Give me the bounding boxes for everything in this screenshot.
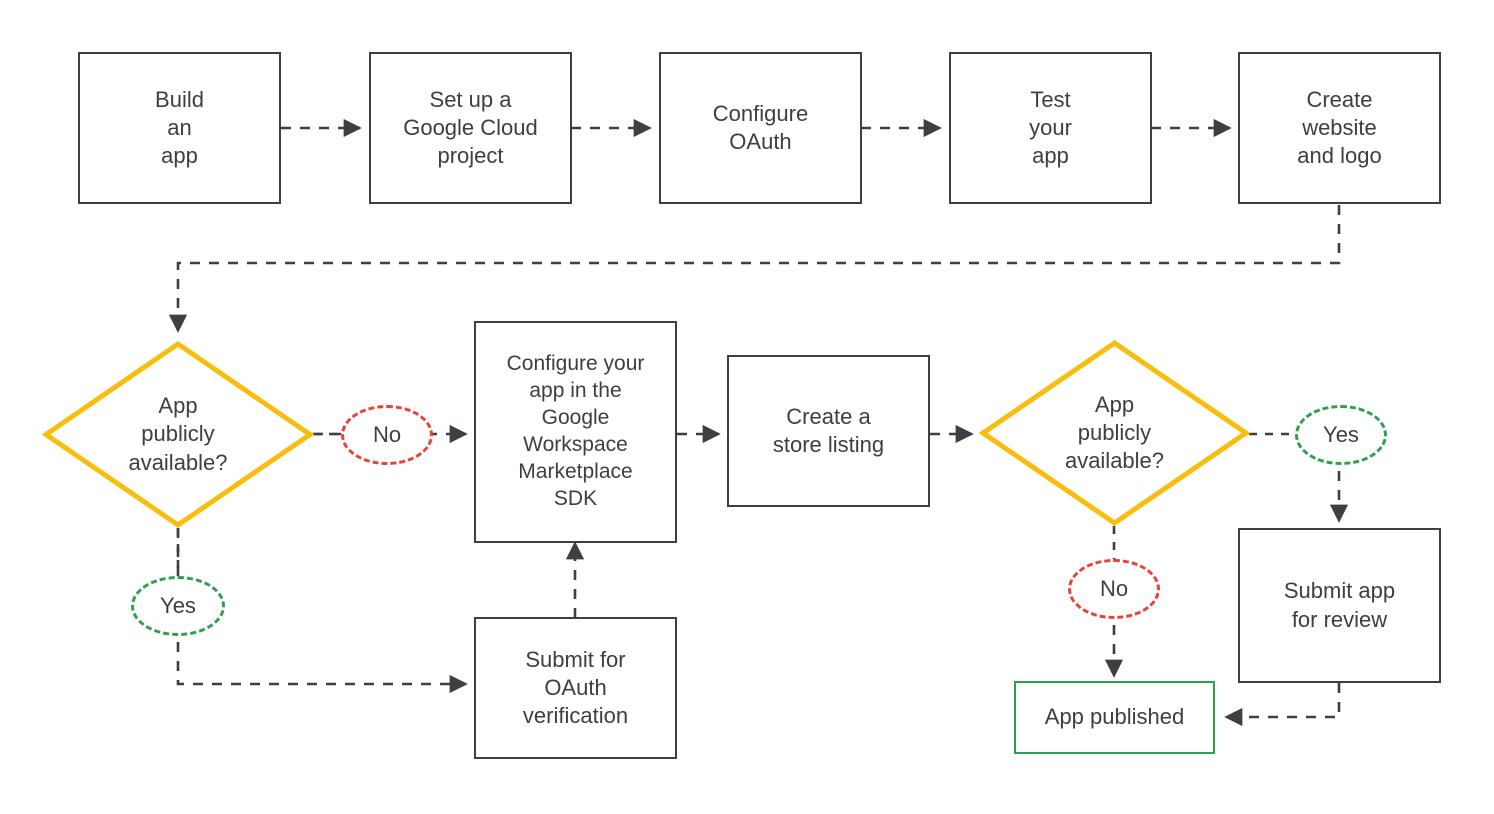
- edge-decision1-yes-to-oauthverify: [176, 528, 468, 694]
- node-create-website-and-logo[interactable]: Create website and logo: [1238, 52, 1441, 204]
- badge-label: No: [372, 422, 402, 447]
- node-label: Create a store listing: [772, 403, 885, 457]
- node-submit-app-for-review[interactable]: Submit app for review: [1238, 528, 1441, 683]
- node-set-up-google-cloud-project[interactable]: Set up a Google Cloud project: [369, 52, 572, 204]
- node-label: Create website and logo: [1297, 86, 1382, 169]
- node-label: Set up a Google Cloud project: [403, 86, 538, 169]
- edge-label-yes-left: Yes: [131, 576, 225, 636]
- node-create-a-store-listing[interactable]: Create a store listing: [727, 355, 930, 507]
- badge-label: Yes: [1323, 422, 1359, 447]
- diamond-shape-icon: [43, 341, 313, 528]
- node-submit-for-oauth-verification[interactable]: Submit for OAuth verification: [474, 617, 677, 759]
- node-app-publicly-available-right[interactable]: App publicly available?: [980, 340, 1249, 526]
- edge-label-no-right: No: [1068, 559, 1160, 619]
- badge-label: Yes: [160, 593, 196, 618]
- node-test-your-app[interactable]: Test your app: [949, 52, 1152, 204]
- edge-website-to-decision1: [168, 205, 1341, 333]
- node-label: Build an app: [155, 86, 204, 169]
- node-label: Configure your app in the Google Workspa…: [506, 352, 645, 510]
- node-label: Submit app for review: [1283, 578, 1396, 632]
- edge-label-yes-right: Yes: [1295, 405, 1387, 465]
- node-app-published[interactable]: App published: [1014, 681, 1215, 754]
- edge-label-no-left: No: [341, 405, 433, 465]
- node-label: Configure OAuth: [712, 100, 809, 154]
- node-label: Test your app: [1029, 86, 1072, 169]
- badge-label: No: [1099, 576, 1129, 601]
- diamond-shape-icon: [980, 340, 1249, 526]
- edge-review-to-published: [1224, 683, 1341, 727]
- node-build-an-app[interactable]: Build an app: [78, 52, 281, 204]
- node-label: Submit for OAuth verification: [522, 646, 629, 729]
- node-configure-oauth[interactable]: Configure OAuth: [659, 52, 862, 204]
- node-app-publicly-available-left[interactable]: App publicly available?: [43, 341, 313, 528]
- node-label: App published: [1044, 704, 1185, 730]
- node-configure-app-in-marketplace-sdk[interactable]: Configure your app in the Google Workspa…: [474, 321, 677, 543]
